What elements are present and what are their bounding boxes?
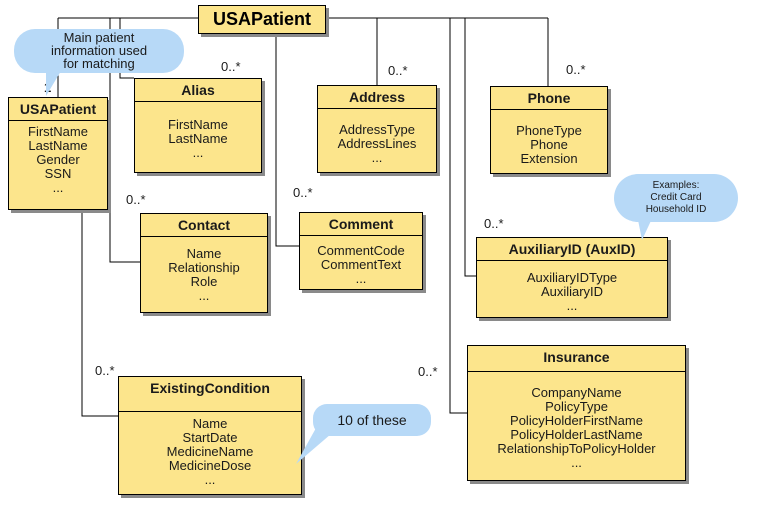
callout-line: information used [50,43,148,58]
class-address: Address AddressType AddressLines ... [317,85,437,173]
callout-line: for matching [63,56,135,71]
callout-matching: Main patient information used for matchi… [14,29,184,73]
class-alias: Alias FirstName LastName ... [134,78,262,173]
class-usapatient: USAPatient FirstName LastName Gender SSN… [8,97,108,210]
field: ... [566,298,578,313]
field: MedicineDose [168,458,252,473]
callout-line: Examples: [652,180,700,191]
class-title: AuxiliaryID (AuxID) [477,238,667,261]
field: MedicineName [166,444,254,459]
field: FirstName [28,124,88,139]
field: CommentText [320,257,402,272]
phone-multiplicity: 0..* [566,62,586,77]
field: ... [52,180,64,195]
field: Name [186,246,222,261]
callout-examples: Examples: Credit Card Household ID [614,174,738,222]
class-comment: Comment CommentCode CommentText ... [299,212,423,290]
field: LastName [168,131,228,146]
field: Relationship [168,260,240,275]
field: Phone [530,137,568,152]
class-contact: Contact Name Relationship Role ... [140,213,268,313]
class-title: Contact [141,214,267,237]
field: RelationshipToPolicyHolder [497,441,656,456]
alias-multiplicity: 0..* [221,59,241,74]
field: PolicyHolderLastName [510,427,643,442]
field: AddressLines [337,136,417,151]
field: CommentCode [317,243,405,258]
field: PolicyHolderFirstName [510,413,643,428]
insurance-multiplicity: 0..* [418,364,438,379]
class-phone: Phone PhoneType Phone Extension [490,86,608,174]
contact-multiplicity: 0..* [126,192,146,207]
field: FirstName [168,117,228,132]
callout-line: Credit Card [650,192,702,203]
callout-ten: 10 of these [313,404,431,436]
usapatient-root-box: USAPatient [198,5,326,34]
field: PhoneType [516,123,582,138]
callout-pointer [46,66,64,96]
field: ... [371,150,383,165]
class-title: Phone [491,87,607,110]
field: Gender [36,152,80,167]
field: AuxiliaryIDType [526,270,618,285]
field: LastName [28,138,88,153]
field: PolicyType [545,399,608,414]
field: ... [198,288,210,303]
field: Role [190,274,218,289]
class-title: Alias [135,79,261,102]
address-multiplicity: 0..* [388,63,408,78]
field: CompanyName [531,385,622,400]
field: AuxiliaryID [540,284,604,299]
class-title: Address [318,86,436,109]
class-title: Insurance [468,346,685,372]
field: Extension [520,151,578,166]
class-insurance: Insurance CompanyName PolicyType PolicyH… [467,345,686,481]
comment-multiplicity: 0..* [293,185,313,200]
class-title: USAPatient [9,98,107,121]
class-title: ExistingCondition [119,377,301,412]
callout-line: Household ID [645,204,707,215]
field: ... [204,472,216,487]
callout-line: Main patient [63,30,135,45]
field: ... [355,271,367,286]
condition-multiplicity: 0..* [95,363,115,378]
callout-pointer [296,428,338,464]
field: StartDate [182,430,238,445]
field: Name [192,416,228,431]
field: ... [192,145,204,160]
auxid-multiplicity: 0..* [484,216,504,231]
class-existingcondition: ExistingCondition Name StartDate Medicin… [118,376,302,495]
class-auxiliaryid: AuxiliaryID (AuxID) AuxiliaryIDType Auxi… [476,237,668,318]
class-title: Comment [300,213,422,236]
field: SSN [44,166,72,181]
field: ... [571,455,582,470]
field: AddressType [339,122,415,137]
